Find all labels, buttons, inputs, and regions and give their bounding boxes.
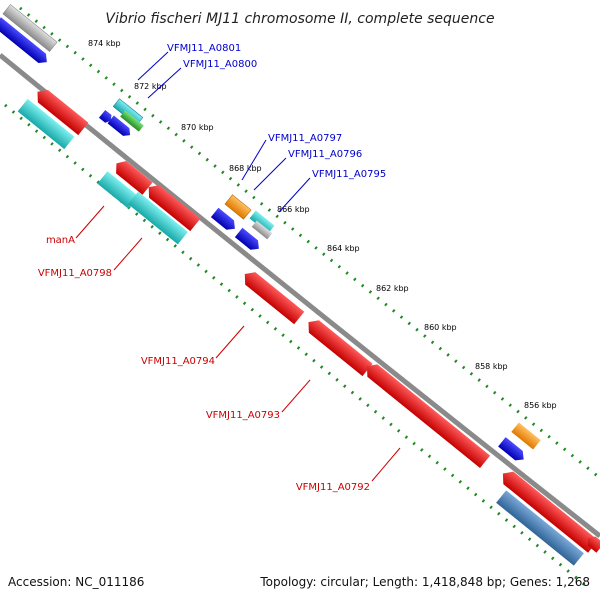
- feature-orange-right: [511, 422, 541, 450]
- feature-blue-a0797: [210, 207, 235, 230]
- feature-red-a0798: [148, 185, 201, 232]
- gene-label-a0796: VFMJ11_A0796: [288, 149, 362, 160]
- gene-label-a0795: VFMJ11_A0795: [312, 169, 386, 180]
- tick-labels: 874 kbp 872 kbp 870 kbp 868 kbp 866 kbp …: [88, 39, 557, 410]
- feature-red-a0794: [244, 272, 305, 325]
- gene-label-a0801: VFMJ11_A0801: [167, 43, 241, 54]
- feature-cyan-left-top: [17, 98, 75, 150]
- feature-red-bottom-right: [502, 471, 599, 553]
- gene-label-a0798: VFMJ11_A0798: [38, 268, 112, 279]
- feature-red-a0792: [366, 364, 491, 469]
- feature-orange-a0797: [224, 194, 252, 220]
- feature-blue-a0800: [107, 115, 131, 136]
- feature-red-left-top: [37, 89, 89, 136]
- feature-gray-a0796: [251, 220, 273, 240]
- backbone-ring: [0, 53, 600, 538]
- topology-summary-text: Topology: circular; Length: 1,418,848 bp…: [259, 575, 590, 589]
- gene-label-a0793: VFMJ11_A0793: [206, 410, 280, 421]
- tick-label: 874 kbp: [88, 39, 121, 48]
- feature-blue-right: [498, 437, 524, 461]
- accession-text: Accession: NC_011186: [8, 575, 144, 589]
- gene-label-a0800: VFMJ11_A0800: [183, 59, 257, 70]
- feature-cyan-a0798: [128, 191, 188, 245]
- gene-label-a0797: VFMJ11_A0797: [268, 133, 342, 144]
- feature-green-a0800: [120, 110, 144, 132]
- gene-label-a0794: VFMJ11_A0794: [141, 356, 215, 367]
- tick-label: 864 kbp: [327, 244, 360, 253]
- reverse-gene-labels: manA VFMJ11_A0798 VFMJ11_A0794 VFMJ11_A0…: [38, 205, 401, 493]
- tick-label: 856 kbp: [524, 401, 557, 410]
- gene-label-a0792: VFMJ11_A0792: [296, 482, 370, 493]
- tick-label: 872 kbp: [134, 82, 167, 91]
- tick-label: 862 kbp: [376, 284, 409, 293]
- feature-blue-small: [98, 109, 112, 123]
- feature-cyan-a0796: [249, 210, 275, 234]
- feature-cyan-mana: [97, 171, 139, 209]
- map-title: Vibrio fischeri MJ11 chromosome II, comp…: [105, 11, 494, 27]
- forward-gene-labels: VFMJ11_A0801 VFMJ11_A0800 VFMJ11_A0797 V…: [137, 43, 386, 213]
- feature-steel-bottom-right: [496, 490, 584, 566]
- tick-label: 870 kbp: [181, 123, 214, 132]
- tick-label: 860 kbp: [424, 323, 457, 332]
- feature-gray-topleft: [2, 4, 58, 52]
- feature-red-a0793: [308, 320, 373, 377]
- tick-label: 868 kbp: [229, 164, 262, 173]
- gene-label-mana: manA: [46, 235, 75, 246]
- feature-blue-topleft: [0, 17, 47, 64]
- tick-label: 866 kbp: [277, 205, 310, 214]
- feature-blue-a0795: [234, 227, 259, 250]
- outer-tick-ring: [19, 6, 600, 480]
- feature-red-mana: [116, 160, 153, 195]
- inner-tick-ring: [4, 103, 586, 587]
- tick-label: 858 kbp: [475, 362, 508, 371]
